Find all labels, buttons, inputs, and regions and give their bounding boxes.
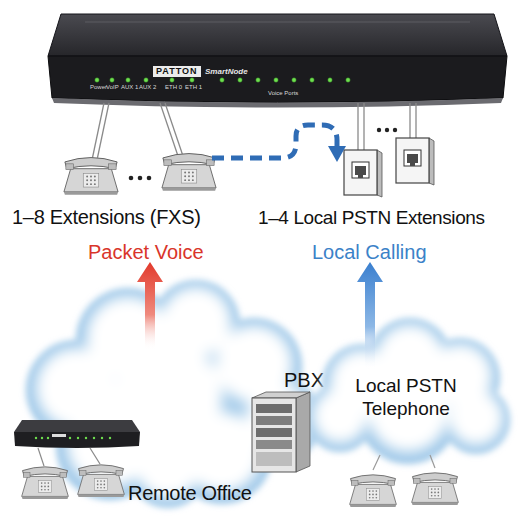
flow-label: Packet Voice [88,240,204,264]
cloud-rim [26,280,322,508]
pstn-phone [350,475,397,507]
flow-label: Local Calling [312,240,427,264]
arrow-head [328,146,346,162]
jack-wires [358,103,416,150]
pstn-wall-jack [396,138,434,185]
ellipsis-dots [129,176,152,181]
cloud-body [36,287,314,498]
remote-phone [22,467,69,499]
pstn-wall-jack [344,150,382,197]
node-label: Local PSTN Telephone [340,374,472,420]
device-lid [48,14,507,56]
panel-label: Voice Ports [268,90,298,97]
panel-label: VoIP [106,84,119,91]
cloud-rim [306,318,510,464]
fxs-phone [64,158,118,195]
pstn-phone [412,473,459,505]
dashed-route-arrow [212,125,337,158]
model-name: SmartNode [205,66,248,77]
panel-label: ETH 1 [185,84,202,91]
device-front-panel [48,56,507,103]
ellipsis-dots [377,128,397,132]
panel-label: AUX 2 [139,84,156,91]
device-base [52,98,503,108]
panel-label: Power [90,84,107,91]
brand-logo: PATTON [153,66,201,77]
cloud-body [313,324,503,452]
lid-highlight [85,22,470,23]
network-cloud: Local PSTN Telephone [300,312,515,472]
network-cloud: PBX Remote Office [18,268,330,508]
node-label: PBX [284,368,324,392]
port-caption: 1–8 Extensions (FXS) [12,205,201,229]
node-label: Remote Office [128,481,252,505]
fxs-phone [162,154,216,191]
phone-wires [92,103,183,160]
panel-label: AUX 1 [121,84,138,91]
port-caption: 1–4 Local PSTN Extensions [258,206,485,230]
cloud-outline [18,268,330,508]
panel-label: ETH 0 [165,84,182,91]
